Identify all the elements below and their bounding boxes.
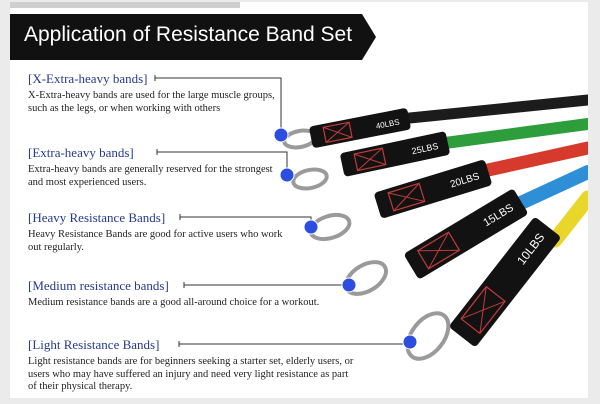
band-tube bbox=[547, 190, 588, 248]
stitch-patch bbox=[460, 285, 506, 335]
band-title: [Extra-heavy bands] bbox=[28, 145, 134, 160]
stitch-cross bbox=[388, 183, 425, 212]
stitch-patch bbox=[387, 182, 426, 212]
leader-line bbox=[157, 151, 288, 175]
stitch-cross bbox=[323, 121, 353, 143]
band-light: [Light Resistance Bands] Light resistanc… bbox=[28, 336, 358, 394]
stitch-cross bbox=[417, 231, 460, 269]
band-marker bbox=[279, 167, 295, 183]
band-handle: 10LBS bbox=[450, 217, 560, 347]
band-medium: [Medium resistance bands] Medium resista… bbox=[28, 277, 346, 310]
band-description: Extra-heavy bands are generally reserved… bbox=[28, 164, 273, 188]
title-banner: Application of Resistance Band Set bbox=[10, 14, 376, 60]
band-xx-heavy: [X-Extra-heavy bands] X-Extra-heavy band… bbox=[28, 70, 276, 115]
stitch-cross bbox=[460, 286, 506, 334]
band-heavy: [Heavy Resistance Bands] Heavy Resistanc… bbox=[28, 209, 290, 254]
band-marker bbox=[303, 219, 319, 235]
stitch-patch bbox=[416, 231, 461, 270]
band-title: [Light Resistance Bands] bbox=[28, 337, 160, 352]
strap bbox=[309, 108, 411, 148]
band-title: [Medium resistance bands] bbox=[28, 278, 169, 293]
band-x-heavy: [Extra-heavy bands] Extra-heavy bands ar… bbox=[28, 144, 290, 189]
stitch-cross bbox=[353, 147, 386, 171]
band-handle: 15LBS bbox=[404, 189, 528, 279]
strap bbox=[374, 160, 492, 218]
stitch-patch bbox=[322, 121, 353, 144]
band-handle: 40LBS bbox=[309, 108, 411, 148]
band-title: [Heavy Resistance Bands] bbox=[28, 210, 166, 225]
leader-line bbox=[155, 77, 282, 135]
d-ring bbox=[291, 167, 329, 191]
band-description: Light resistance bands are for beginners… bbox=[28, 356, 354, 393]
band-description: X-Extra-heavy bands are used for the lar… bbox=[28, 90, 275, 114]
d-ring bbox=[405, 311, 451, 361]
band-handle: 20LBS bbox=[374, 160, 492, 218]
strap bbox=[450, 217, 560, 347]
strap bbox=[340, 131, 450, 177]
stitch-patch bbox=[353, 147, 387, 172]
band-description: Heavy Resistance Bands are good for acti… bbox=[28, 229, 283, 253]
band-title: [X-Extra-heavy bands] bbox=[28, 71, 148, 86]
band-marker bbox=[341, 277, 357, 293]
band-marker bbox=[402, 334, 418, 350]
band-tube bbox=[384, 94, 588, 126]
band-tube bbox=[424, 118, 588, 151]
band-marker bbox=[273, 127, 289, 143]
banner-title: Application of Resistance Band Set bbox=[24, 23, 353, 46]
band-tube bbox=[463, 141, 588, 181]
band-tube bbox=[503, 165, 588, 215]
band-handle: 25LBS bbox=[340, 131, 450, 177]
band-description: Medium resistance bands are a good all-a… bbox=[28, 297, 320, 308]
infographic: Application of Resistance Band Set 40LBS… bbox=[10, 2, 588, 398]
top-divider bbox=[10, 2, 240, 8]
